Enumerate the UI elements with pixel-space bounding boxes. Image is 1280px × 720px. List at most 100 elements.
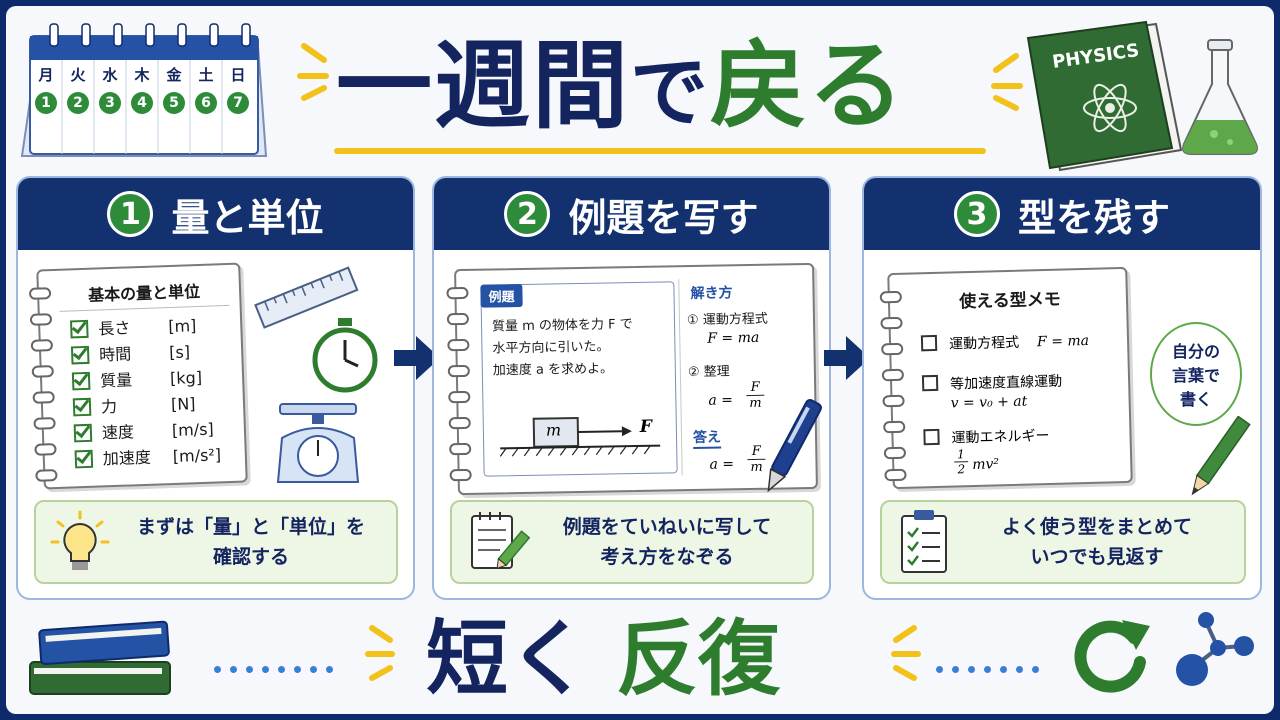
panel-header: 2 例題を写す	[434, 178, 829, 250]
caption-line-2: いつでも見返す	[1030, 546, 1164, 568]
notebook-title: 使える型メモ	[958, 289, 1061, 313]
caption-line-1: 例題をていねいに写して	[562, 516, 772, 538]
template-rest: mv²	[972, 456, 1000, 474]
problem-line-3: 加速度 a を求めよ。	[492, 361, 614, 379]
spark-icon	[991, 53, 1023, 111]
flask-icon	[1182, 39, 1258, 155]
caption: 例題をていねいに写して 考え方をなぞる	[450, 500, 814, 584]
panel-header: 1 量と単位	[18, 178, 413, 250]
step1-equation: F = ma	[707, 329, 760, 347]
panel-header: 3 型を残す	[864, 178, 1260, 250]
scale-icon	[276, 403, 360, 483]
calendar-number: 3	[99, 92, 121, 114]
pen-icon	[767, 398, 823, 493]
step-number: 3	[953, 191, 1000, 237]
notebook: 基本の量と単位 長さ[m] 時間[s] 質量[kg] 力[N] 速度[m/s] …	[28, 262, 248, 490]
caption-line-1: よく使う型をまとめて	[1001, 516, 1192, 538]
calendar-day: 木	[134, 66, 150, 84]
unit-row: 加速度[m/s²]	[74, 443, 221, 472]
template-item: 等加速度直線運動	[921, 371, 1062, 395]
notepad-pencil-icon	[471, 512, 530, 569]
answer-label: 答え	[692, 426, 722, 450]
calendar-day: 水	[102, 66, 118, 84]
unit-row: 力[N]	[72, 392, 196, 420]
unit-row: 時間[s]	[70, 340, 191, 368]
spark-icon	[365, 625, 395, 681]
dotted-line	[214, 658, 342, 673]
spark-icon	[891, 625, 921, 681]
title-part-2: で	[630, 48, 711, 138]
pencil-icon	[1191, 416, 1251, 496]
arrow-right-icon	[394, 336, 440, 380]
caption: まずは「量」と「単位」を 確認する	[34, 500, 398, 584]
checklist-icon	[901, 510, 947, 573]
problem-box: 例題 質量 m の物体を力 F で 水平方向に引いた。 加速度 a を求めよ。 …	[480, 281, 678, 477]
panel-example: 2 例題を写す 例題 質量 m の物体を力 F で 水平方向に引いた。 加速度 …	[432, 176, 831, 600]
template-equation: v = v₀ + at	[950, 393, 1028, 412]
calendar: 月 火 水 木 金 土 日 1 2 3 4 5 6 7	[20, 16, 268, 164]
calendar-number: 5	[163, 92, 185, 114]
bottom-title: 短く反復	[426, 610, 866, 710]
dotted-line	[936, 658, 1048, 673]
example-tag: 例題	[480, 283, 523, 308]
block-label: m	[545, 420, 562, 440]
panel-units: 1 量と単位 基本の量と単位 長さ[m] 時間[s] 質量[kg] 力[N] 速…	[16, 176, 415, 600]
infographic: 月 火 水 木 金 土 日 1 2 3 4 5 6 7 一週間で戻る	[6, 6, 1274, 714]
calendar-number: 2	[67, 92, 89, 114]
arrow-right-icon	[824, 336, 870, 380]
step1-label: ① 運動方程式	[686, 311, 768, 329]
caption-line-2: 考え方をなぞる	[600, 546, 734, 568]
calendar-number: 1	[35, 92, 57, 114]
ruler-icon	[254, 266, 359, 329]
answer-lhs: a =	[709, 456, 735, 473]
block-force-diagram	[499, 417, 661, 457]
calendar-day: 火	[70, 66, 86, 84]
caption: よく使う型をまとめて いつでも見返す	[880, 500, 1246, 584]
panel-heading: 例題を写す	[568, 195, 759, 240]
calendar-number: 4	[131, 92, 153, 114]
speech-bubble: 自分の 言葉で 書く	[1150, 322, 1242, 426]
stopwatch-icon	[312, 318, 378, 393]
unit-row: 速度[m/s]	[73, 418, 215, 447]
calendar-day: 日	[230, 66, 246, 84]
unit-row: 質量[kg]	[71, 366, 203, 395]
notebook-title: 基本の量と単位	[58, 276, 230, 312]
unit-row: 長さ[m]	[70, 314, 197, 342]
step-number: 1	[107, 191, 154, 237]
step2-label: ② 整理	[687, 364, 730, 381]
refresh-icon	[1074, 620, 1150, 693]
title-underline	[334, 148, 986, 154]
caption-line-1: まずは「量」と「単位」を	[136, 516, 365, 538]
bottom-part-1: 短く	[426, 612, 591, 707]
book-stack-icon	[29, 620, 171, 695]
solution-title: 解き方	[690, 285, 733, 303]
lightbulb-icon	[50, 510, 110, 570]
step-number: 2	[504, 191, 551, 237]
calendar-day: 金	[166, 66, 182, 84]
main-title: 一週間で戻る	[336, 26, 986, 146]
book-illustration	[1026, 20, 1183, 172]
spark-icon	[297, 43, 329, 101]
calendar-day: 月	[38, 66, 54, 84]
panel-heading: 型を残す	[1017, 195, 1170, 240]
title-part-1: 一週間	[336, 30, 630, 142]
notebook: 例題 質量 m の物体を力 F で 水平方向に引いた。 加速度 a を求めよ。 …	[446, 262, 818, 496]
calendar-day: 土	[198, 66, 214, 84]
problem-line-2: 水平方向に引いた。	[492, 339, 610, 357]
force-label: F	[639, 416, 653, 437]
problem-line-1: 質量 m の物体を力 F で	[491, 317, 633, 335]
calendar-number: 6	[195, 92, 217, 114]
step2-lhs: a =	[708, 392, 734, 409]
calendar-illustration	[20, 23, 268, 157]
physics-book: PHYSICS	[1016, 20, 1186, 172]
template-item: 運動エネルギー	[923, 425, 1050, 448]
caption-line-2: 確認する	[212, 546, 289, 568]
calendar-number: 7	[227, 92, 249, 114]
template-fraction: 1 2	[953, 447, 969, 476]
molecule-icon	[1176, 612, 1254, 686]
panel-heading: 量と単位	[171, 195, 324, 240]
bottom-part-2: 反復	[616, 612, 781, 707]
